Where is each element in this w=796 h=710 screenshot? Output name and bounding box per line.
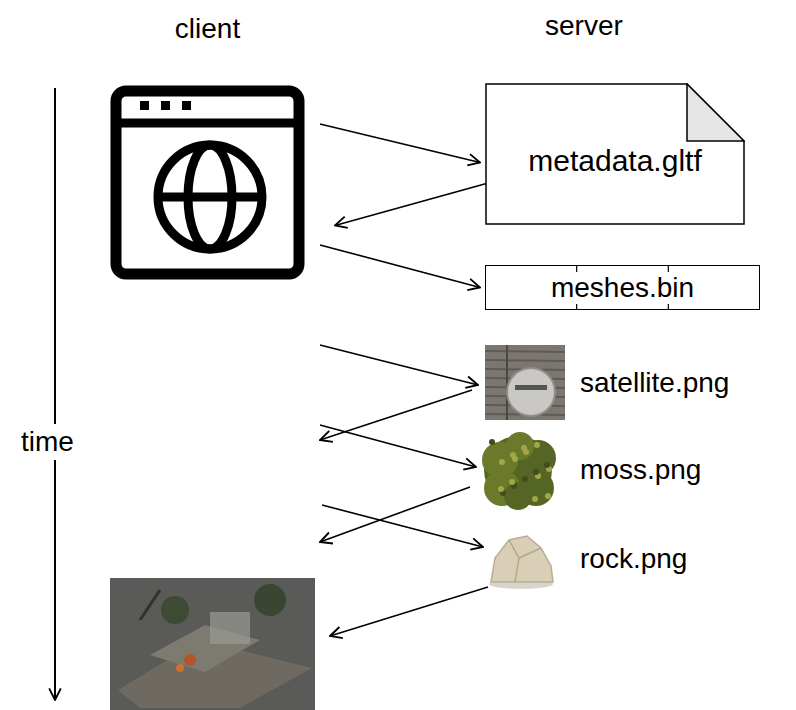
axis-label: time: [18, 424, 77, 460]
request-arrows: [320, 345, 488, 636]
file-name: moss.png: [580, 454, 701, 486]
browser-node: client: [110, 85, 305, 280]
file-node: meshes.bin: [485, 265, 760, 310]
file-name: rock.png: [580, 543, 687, 575]
rock-texture: [485, 528, 557, 590]
rendered-scene: [110, 578, 315, 710]
satellite-texture: [485, 345, 565, 420]
asset-node: satellite.png: [485, 345, 729, 420]
request-arrow: [335, 182, 490, 225]
browser-icon: [110, 85, 305, 280]
asset-node: rock.png: [485, 528, 687, 590]
asset-node: moss.png: [478, 430, 701, 510]
column-heading: client: [110, 13, 305, 45]
moss-texture: [478, 430, 562, 510]
file-name: satellite.png: [580, 367, 729, 399]
request-arrow: [320, 245, 480, 288]
column-heading: server: [545, 10, 623, 42]
file-node: metadata.gltf: [485, 83, 745, 225]
file-name: metadata.gltf: [528, 130, 701, 178]
time-axis: [54, 88, 56, 700]
request-arrow: [320, 124, 480, 163]
file-name: meshes.bin: [549, 272, 696, 304]
